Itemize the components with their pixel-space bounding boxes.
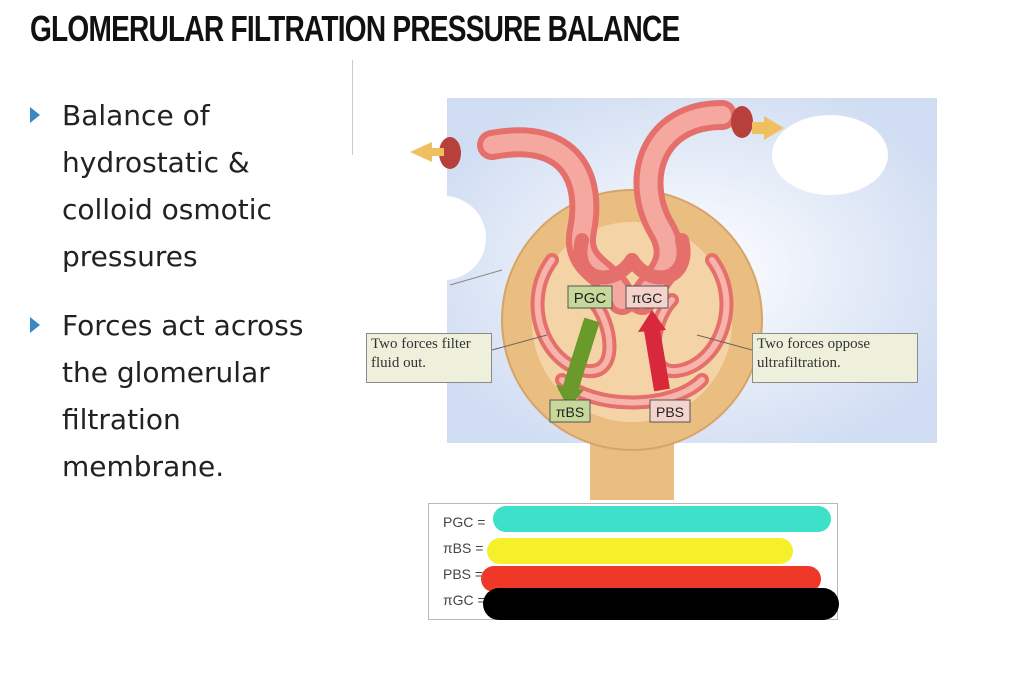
force-label-pibs: πBS [549, 399, 591, 423]
oppose-arrow-shaft [644, 328, 670, 392]
glomerulus-diagram: PGC πGC πBS PBS [352, 60, 937, 500]
force-text-pbs: PBS [656, 404, 684, 420]
filter-label-text: Two forces filter fluid out. [371, 336, 471, 371]
filter-label-box: Two forces filter fluid out. [366, 333, 492, 383]
bullet-item: Forces act across the glomerular filtrat… [26, 302, 336, 490]
force-text-pgc: PGC [574, 290, 607, 307]
bullet-list: Balance of hydrostatic & colloid osmotic… [26, 92, 336, 512]
legend-row-pibs: πBS = [443, 540, 484, 556]
bullet-text: Balance of hydrostatic & colloid osmotic… [62, 99, 272, 273]
outflow-arrow-icon [752, 116, 784, 140]
triangle-bullet-icon [30, 107, 40, 123]
oppose-leader-line [696, 334, 753, 351]
filter-arrow-shaft [562, 317, 600, 393]
pressure-legend: PGC = πBS = PBS = πGC = [428, 503, 839, 620]
capsule-leader-line [449, 269, 503, 286]
background-gap [352, 60, 446, 155]
highlight-yellow [487, 538, 793, 564]
highlight-red [481, 566, 821, 592]
triangle-bullet-icon [30, 317, 40, 333]
filter-leader-line [491, 334, 548, 351]
slide-title: GLOMERULAR FILTRATION PRESSURE BALANCE [30, 8, 680, 49]
force-label-pgc: PGC [567, 285, 613, 309]
legend-row-pigc: πGC = [443, 592, 486, 608]
glomerulus-figure: PGC πGC πBS PBS Two forces filter fluid … [352, 60, 942, 500]
legend-row-pgc: PGC = [443, 514, 486, 530]
force-text-pigc: πGC [632, 290, 663, 306]
force-label-pigc: πGC [625, 285, 669, 309]
highlight-black [483, 588, 839, 620]
bullet-item: Balance of hydrostatic & colloid osmotic… [26, 92, 336, 280]
cutout-left [402, 196, 486, 280]
bullet-text: Forces act across the glomerular filtrat… [62, 309, 304, 483]
cutout-right [772, 115, 888, 195]
force-label-pbs: PBS [649, 399, 691, 423]
oppose-arrow-icon [638, 310, 666, 332]
afferent-opening [439, 137, 461, 169]
oppose-label-text: Two forces oppose ultrafiltration. [757, 336, 871, 371]
legend-row-pbs: PBS = [443, 566, 484, 582]
efferent-opening [731, 106, 753, 138]
oppose-label-box: Two forces oppose ultrafiltration. [752, 333, 918, 383]
inflow-arrow-icon [410, 142, 444, 162]
force-text-pibs: πBS [556, 404, 584, 420]
highlight-cyan [493, 506, 831, 532]
filter-arrow-icon [556, 385, 584, 408]
